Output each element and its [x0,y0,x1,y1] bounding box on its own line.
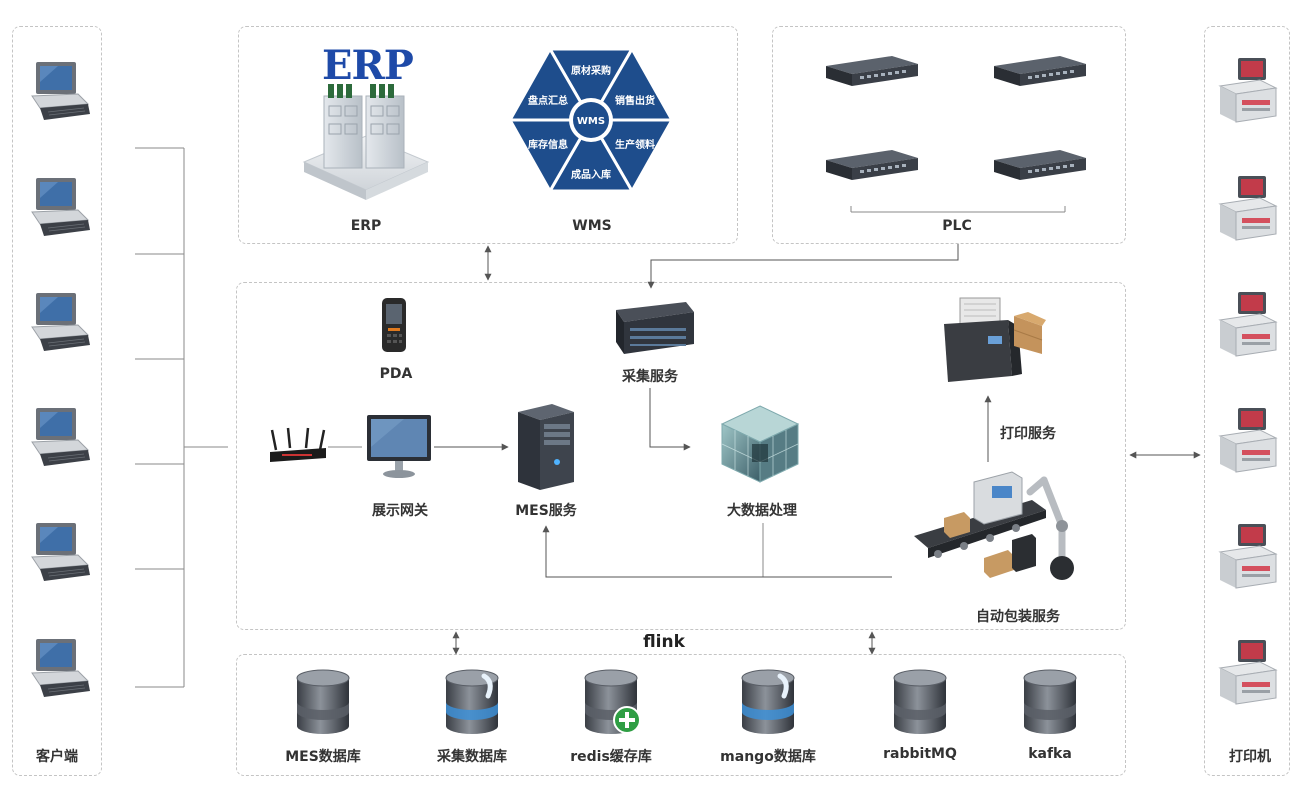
bigdata-label: 大数据处理 [727,503,797,519]
wms-center-label: WMS [577,116,605,127]
bigdata-cube-icon [718,402,802,486]
printer-icon [1216,522,1280,596]
network-switch-icon [990,148,1090,186]
erp-wms-panel [238,26,738,244]
pda-label: PDA [379,366,413,382]
erp-building-icon [296,44,436,204]
router-icon [268,426,328,466]
erp-label: ERP [350,218,382,234]
client-computer-icon [22,176,96,246]
database-label: mango数据库 [720,749,816,765]
wms-segment-label: 销售出货 [615,94,655,107]
database-cylinder-icon [736,668,800,742]
wms-segment-label: 生产领料 [615,138,655,151]
wms-label: WMS [572,218,612,234]
print-service-label: 打印服务 [1000,426,1056,442]
printer-icon [1216,290,1280,364]
wms-segment-label: 原材采购 [571,64,611,77]
client-computer-icon [22,291,96,361]
plc-panel [772,26,1126,244]
network-switch-icon [990,54,1090,92]
wms-hexagon-diagram: WMS 原材采购 销售出货 生产领料 成品入库 库存信息 盘点汇总 [507,44,675,196]
wms-segment-label: 库存信息 [528,138,568,151]
mes-server-tower-icon [512,402,580,492]
client-computer-icon [22,521,96,591]
wms-segment-label: 成品入库 [571,168,611,181]
client-computer-icon [22,60,96,130]
client-computer-icon [22,406,96,476]
pda-device-icon [380,296,410,354]
printers-label: 打印机 [1229,749,1271,765]
label-printer-icon [938,296,1048,386]
services-panel [236,282,1126,630]
database-label: 采集数据库 [437,749,507,765]
database-label: MES数据库 [285,749,361,765]
wms-segment-label: 盘点汇总 [528,94,568,107]
mes-label: MES服务 [515,503,577,519]
clients-label: 客户端 [36,749,78,765]
clients-panel [12,26,102,776]
printer-icon [1216,406,1280,480]
database-label: redis缓存库 [570,749,652,765]
network-switch-icon [822,54,922,92]
collect-server-icon [606,300,696,356]
auto-pack-label: 自动包装服务 [976,609,1060,625]
printer-icon [1216,56,1280,130]
gateway-label: 展示网关 [372,503,428,519]
database-cylinder-icon [440,668,504,742]
monitor-icon [364,412,434,480]
collect-label: 采集服务 [622,369,678,385]
erp-logo-text: ERP [322,42,414,89]
database-cylinder-icon [291,668,355,742]
plc-label: PLC [942,218,972,234]
packing-line-icon [912,462,1084,588]
database-cylinder-icon [579,668,643,742]
database-cylinder-icon [888,668,952,742]
printer-icon [1216,174,1280,248]
database-label: kafka [1028,746,1072,762]
printer-icon [1216,638,1280,712]
printers-panel [1204,26,1290,776]
flink-label: flink [643,632,685,652]
database-cylinder-icon [1018,668,1082,742]
client-computer-icon [22,637,96,707]
databases-panel [236,654,1126,776]
network-switch-icon [822,148,922,186]
database-label: rabbitMQ [883,746,957,762]
